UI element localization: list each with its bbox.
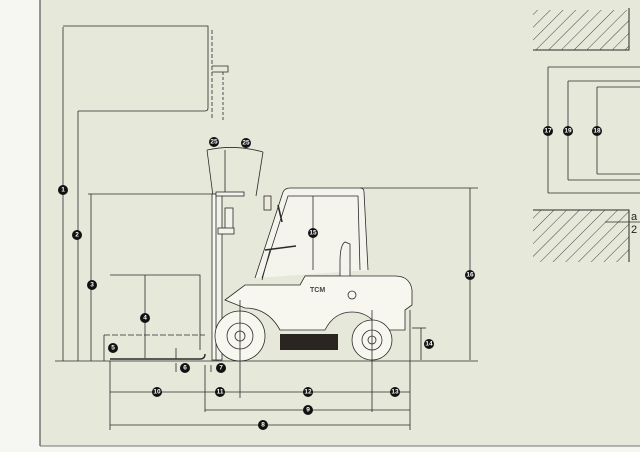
mast-raised-bracket	[212, 65, 229, 73]
tilt-arc	[206, 147, 264, 153]
marker-11: 11	[215, 387, 225, 397]
load-backrest-outline	[110, 274, 201, 350]
svg-text:25: 25	[210, 139, 218, 146]
tilt-fwd-line	[206, 149, 214, 197]
marker-19: 19	[563, 126, 573, 136]
svg-text:7: 7	[219, 365, 223, 372]
truck-body	[224, 275, 413, 331]
svg-text:17: 17	[544, 128, 552, 135]
marker-14: 14	[424, 339, 434, 349]
fork-blade	[110, 353, 206, 360]
marker-4: 4	[140, 313, 150, 323]
svg-text:10: 10	[153, 389, 161, 396]
svg-text:16: 16	[466, 272, 474, 279]
svg-text:4: 4	[143, 315, 147, 322]
svg-text:3: 3	[90, 282, 94, 289]
headlight	[263, 195, 272, 211]
marker-15: 15	[308, 228, 318, 238]
svg-text:9: 9	[306, 407, 310, 414]
marker-7: 7	[216, 363, 226, 373]
svg-text:18: 18	[593, 128, 601, 135]
marker-9: 9	[303, 405, 313, 415]
marker-16: 16	[465, 270, 475, 280]
svg-text:12: 12	[304, 389, 312, 396]
marker-17: 17	[543, 126, 553, 136]
aisle-formula-top: a	[631, 211, 638, 223]
marker-1: 1	[58, 185, 68, 195]
marker-25-back: 25	[241, 138, 251, 148]
counterweight-dark	[280, 334, 338, 350]
svg-text:13: 13	[391, 389, 399, 396]
tilt-back-line	[255, 151, 264, 197]
marker-10: 10	[152, 387, 162, 397]
aisle-formula-bottom: 2	[631, 224, 637, 236]
marker-2: 2	[72, 230, 82, 240]
marker-8: 8	[258, 420, 268, 430]
svg-text:25: 25	[242, 140, 250, 147]
seat	[305, 241, 351, 277]
svg-text:1: 1	[61, 187, 65, 194]
marker-13: 13	[390, 387, 400, 397]
marker-12: 12	[303, 387, 313, 397]
steering-wheel	[264, 245, 297, 251]
svg-text:15: 15	[309, 230, 317, 237]
svg-text:14: 14	[425, 341, 433, 348]
marker-25-front: 25	[209, 137, 219, 147]
raised-load-outline	[63, 25, 209, 112]
svg-text:19: 19	[564, 128, 572, 135]
marker-6: 6	[180, 363, 190, 373]
marker-18: 18	[592, 126, 602, 136]
svg-text:5: 5	[111, 345, 115, 352]
svg-text:6: 6	[183, 365, 187, 372]
wall-hatch-bottom	[533, 210, 629, 262]
wall-hatch-top	[533, 10, 629, 50]
svg-text:11: 11	[217, 389, 224, 396]
dimension-markers: 1 2 3 4 5 6 7 8 9 10 11 12 13 14 15 16 1…	[58, 126, 602, 430]
marker-3: 3	[87, 280, 97, 290]
body-emblem	[347, 290, 357, 300]
marker-5: 5	[108, 343, 118, 353]
svg-text:8: 8	[261, 422, 265, 429]
svg-text:2: 2	[75, 232, 79, 239]
brand-text: TCM	[310, 287, 325, 294]
